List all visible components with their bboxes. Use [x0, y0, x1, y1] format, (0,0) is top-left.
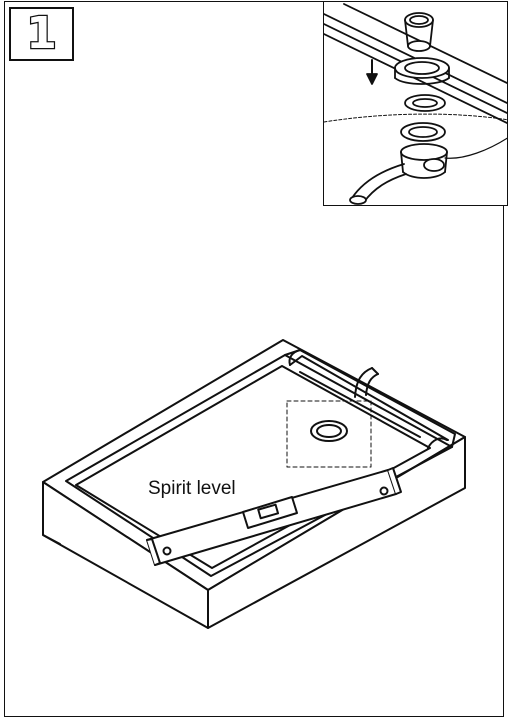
step-number: 1 [25, 8, 58, 59]
waste-trap-exploded-view [324, 3, 507, 205]
spirit-level-label: Spirit level [148, 478, 236, 499]
step-number-box: 1 [9, 7, 74, 61]
waste-hose [354, 367, 373, 398]
page-border [4, 1, 504, 717]
detail-marker [286, 400, 372, 468]
drain-detail-inset [323, 1, 508, 206]
drain-hole [310, 420, 348, 442]
spirit-level [146, 467, 402, 566]
tray-back-ledge [284, 349, 456, 448]
